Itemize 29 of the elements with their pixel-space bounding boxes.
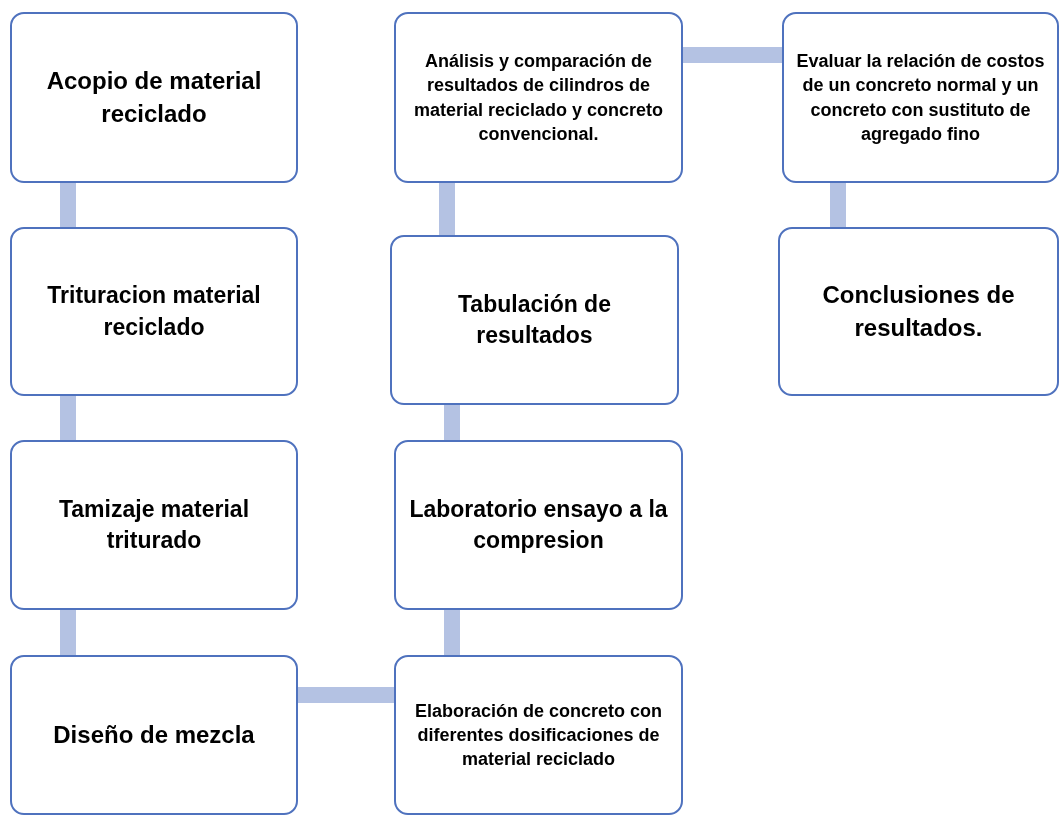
- process-box: [394, 440, 683, 610]
- connector: [439, 183, 455, 235]
- process-box: [394, 655, 683, 815]
- connector: [60, 183, 76, 227]
- step-text: Evaluar la relación de costos de un concreto normal y un concreto con sustituto de agregado fino: [795, 49, 1046, 146]
- process-box: [10, 655, 298, 815]
- process-box: [394, 12, 683, 183]
- step-text: Diseño de mezcla: [53, 719, 255, 750]
- process-box: [782, 12, 1059, 183]
- process-box: [10, 12, 298, 183]
- step-text: Tamizaje material triturado: [57, 494, 251, 555]
- step-text: Elaboración de concreto con diferentes dosificaciones de material reciclado: [413, 699, 664, 772]
- process-box: [10, 440, 298, 610]
- process-box: [390, 235, 679, 405]
- step-text: Análisis y comparación de resultados de cilindros de material reciclado y concreto convencional.: [412, 49, 665, 146]
- step-text: Laboratorio ensayo a la compresion: [408, 494, 669, 555]
- step-text: Tabulación de resultados: [457, 289, 612, 350]
- connector: [444, 405, 460, 440]
- process-box: [778, 227, 1059, 396]
- connector: [444, 610, 460, 655]
- connector: [683, 47, 782, 63]
- connector: [60, 610, 76, 655]
- connector: [60, 396, 76, 440]
- process-box: [10, 227, 298, 396]
- step-text: Conclusiones de resultados.: [821, 280, 1016, 343]
- connector: [298, 687, 394, 703]
- connector: [830, 183, 846, 227]
- step-text: Trituracion material reciclado: [46, 281, 262, 342]
- step-text: Acopio de material reciclado: [45, 66, 263, 129]
